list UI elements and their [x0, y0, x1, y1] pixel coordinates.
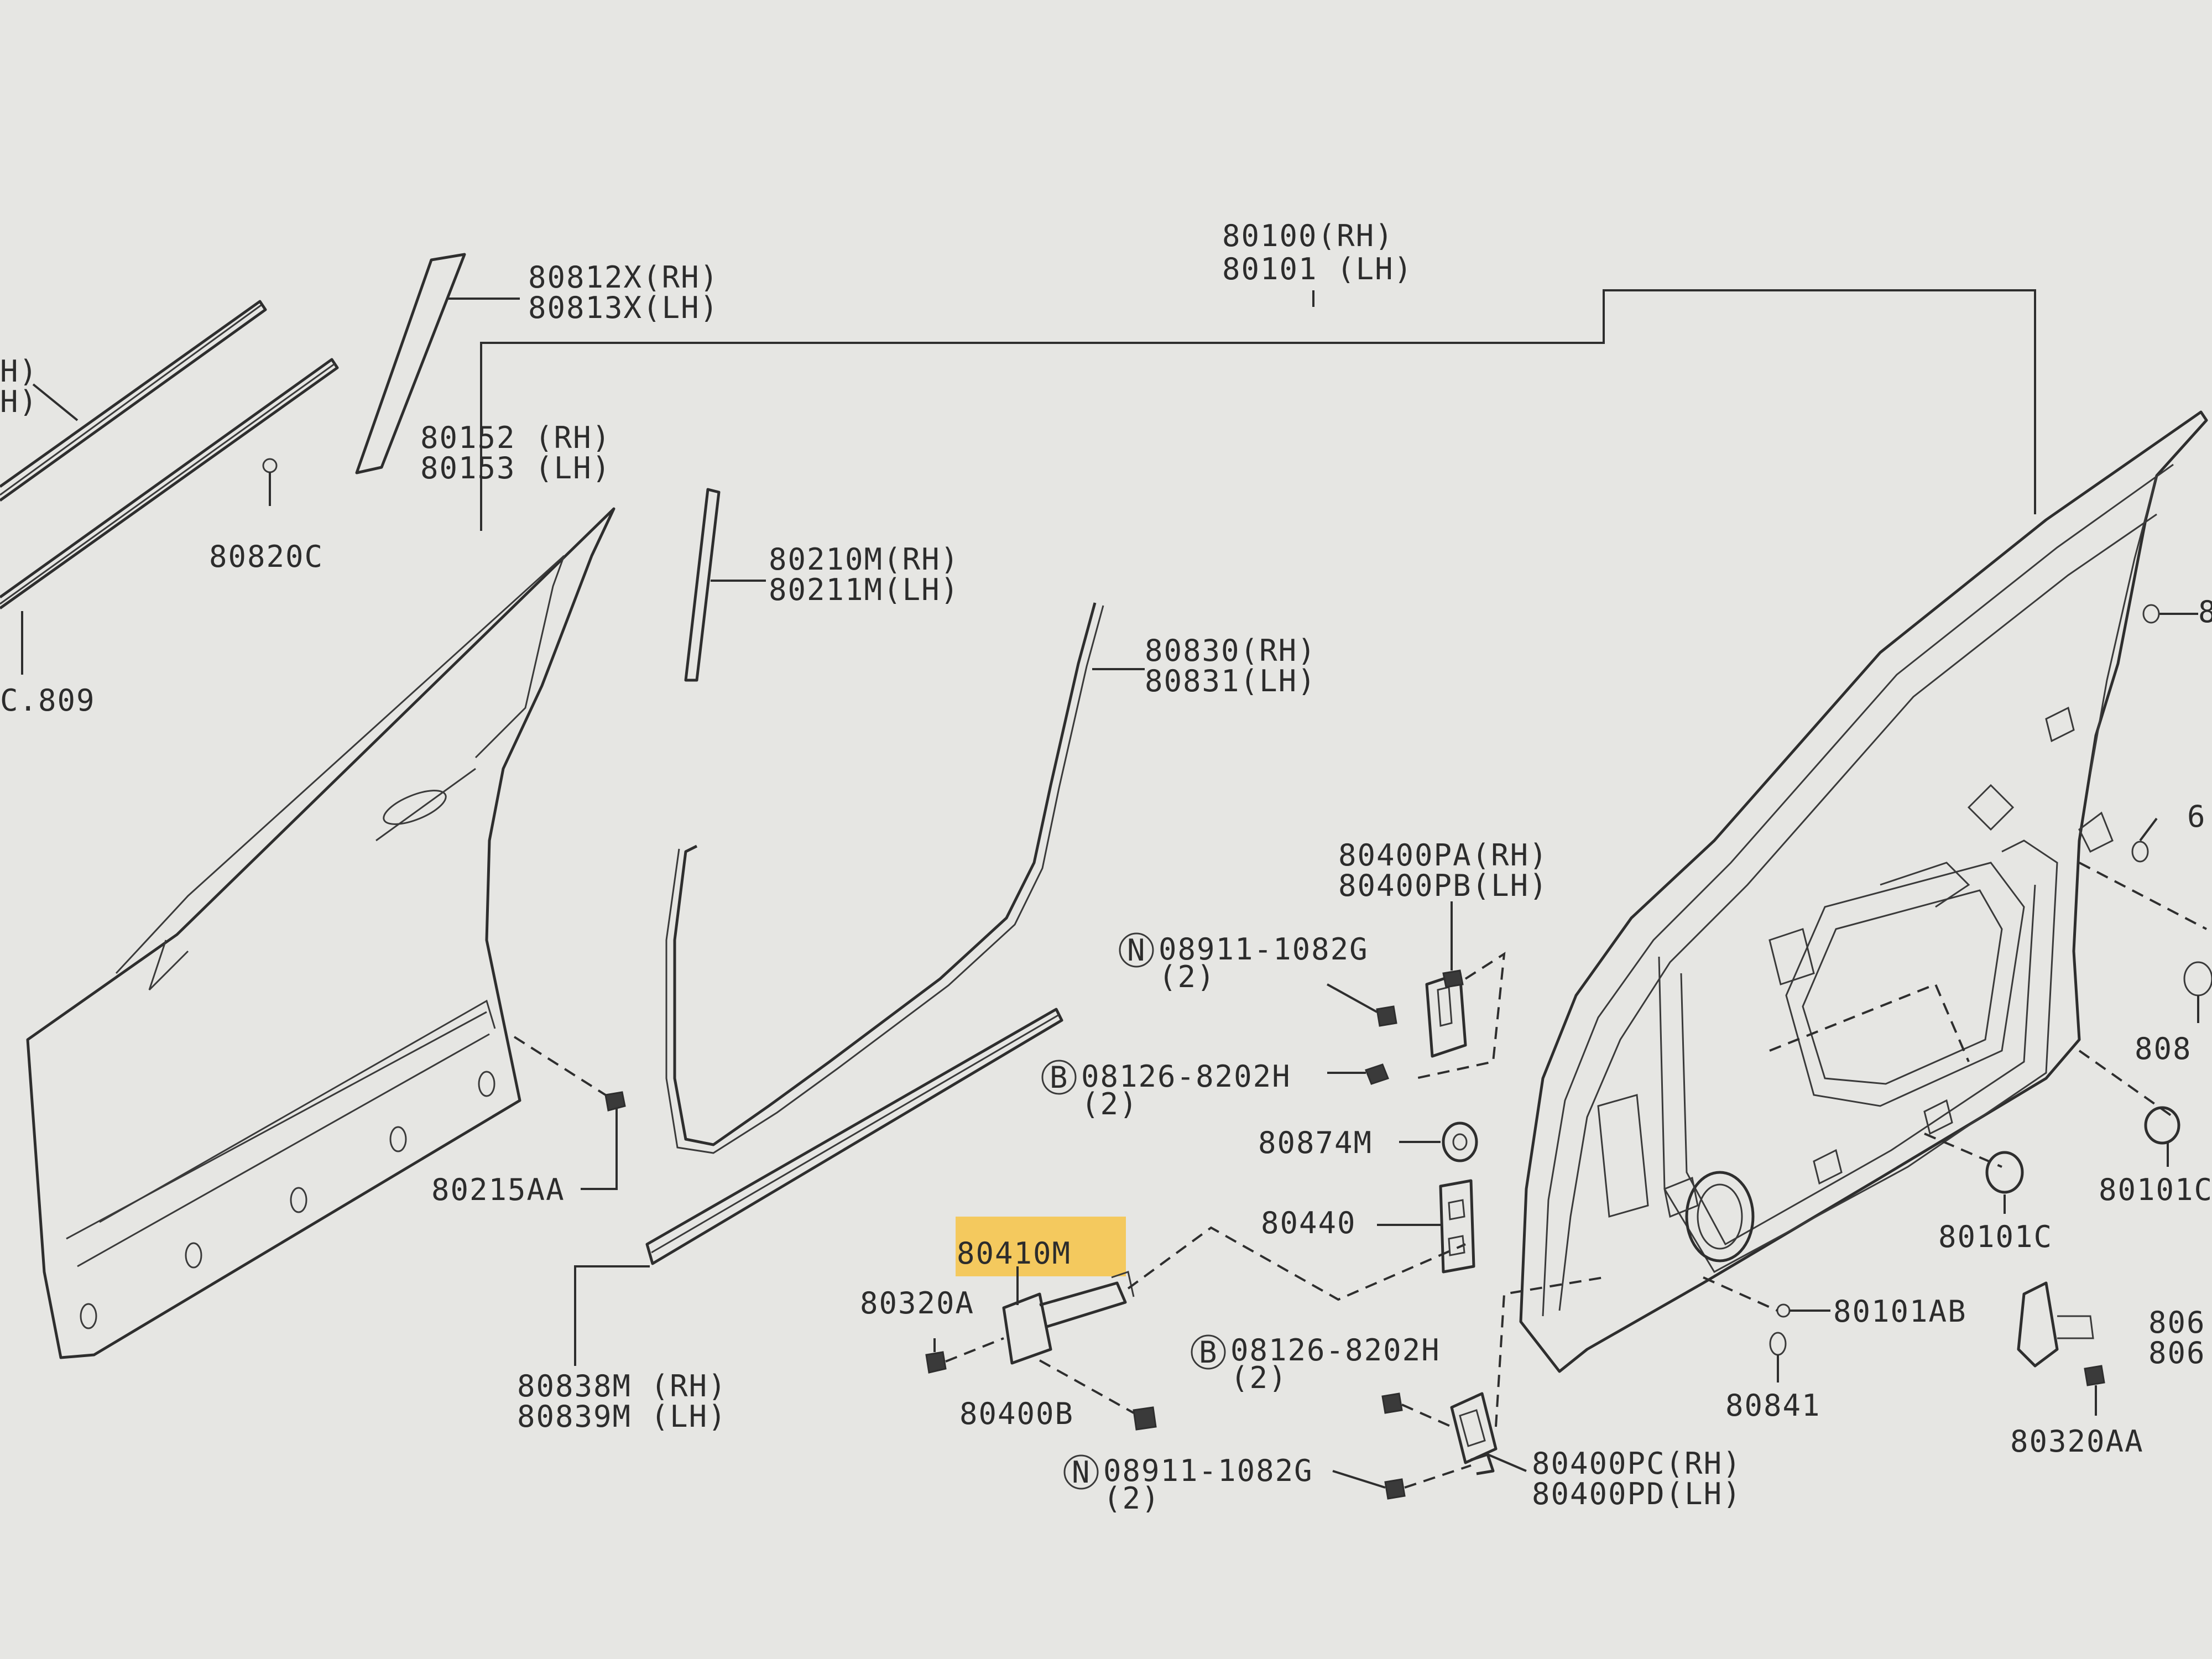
label-80210m-rh: 80210M(RH)	[769, 542, 959, 577]
label-80400pb-lh: 80400PB(LH)	[1338, 868, 1548, 903]
label-80839m-lh: 80839M (LH)	[517, 1399, 727, 1434]
check-link-highlight	[956, 1217, 1126, 1276]
label-bolt-b2-qty: (2)	[1230, 1360, 1288, 1395]
bolt-b1-icon	[1327, 1063, 1389, 1085]
label-8-frag: 8	[2198, 594, 2212, 629]
cap-80101ab-icon	[1703, 1276, 1830, 1318]
circle-b2-icon: B	[1191, 1334, 1226, 1370]
clip-80820c-icon	[262, 458, 278, 506]
label-bolt-b1: 08126-8202H	[1081, 1059, 1291, 1094]
label-80410m: 80410M	[957, 1236, 1071, 1271]
label-806a-frag: 806	[2148, 1305, 2206, 1340]
label-80211m-lh: 80211M(LH)	[769, 572, 959, 607]
label-80320a: 80320A	[860, 1286, 974, 1321]
plug-80101c-icon	[1985, 1151, 2024, 1214]
label-bolt-b2: 08126-8202H	[1230, 1333, 1441, 1368]
label-80440: 80440	[1261, 1206, 1357, 1240]
label-808-frag: 808	[2135, 1031, 2192, 1066]
leader-frag	[32, 383, 79, 421]
door-trim-panel	[355, 253, 466, 474]
leader-moulding	[574, 1265, 650, 1366]
label-6-frag: 6	[2187, 799, 2206, 834]
circle-n1-icon: N	[1119, 932, 1154, 968]
clip-80215aa-icon	[513, 1036, 626, 1190]
outer-door-skin	[26, 507, 615, 1359]
inner-dash-2	[2079, 862, 2207, 930]
label-bolt-n1-qty: (2)	[1159, 959, 1216, 994]
label-80101ab: 80101AB	[1833, 1294, 1967, 1329]
label-80812x-rh: 80812X(RH)	[528, 260, 719, 295]
bolt-80320a-icon	[925, 1337, 1004, 1374]
leader-hinge-lo	[1487, 1453, 1527, 1472]
circle-b1-icon: B	[1041, 1060, 1077, 1095]
label-frag-rh: H)	[0, 354, 38, 389]
label-80153-lh: 80153 (LH)	[420, 451, 611, 486]
label-80831-lh: 80831(LH)	[1145, 664, 1317, 698]
door-inner-assembly	[1519, 410, 2208, 1373]
label-80841: 80841	[1725, 1388, 1821, 1423]
upper-hinge-icon	[1425, 969, 1467, 1058]
sash-weatherstrip	[684, 488, 721, 682]
label-80400pc-rh: 80400PC(RH)	[1532, 1446, 1742, 1481]
label-80400pa-rh: 80400PA(RH)	[1338, 838, 1548, 873]
hinge-up-dash	[1415, 952, 1506, 1079]
label-80320aa: 80320AA	[2010, 1424, 2144, 1459]
bolt-n2-icon	[1332, 1464, 1472, 1500]
label-frag-lh: H)	[0, 384, 38, 419]
label-80830-rh: 80830(RH)	[1145, 633, 1317, 668]
check-to-door-dash	[1127, 1226, 1466, 1301]
door-seal	[665, 602, 1104, 1154]
circle-n2-icon: N	[1063, 1454, 1099, 1490]
label-80101-lh: 80101 (LH)	[1222, 252, 1413, 286]
sill-moulding	[645, 1008, 1063, 1265]
leader-skin	[480, 289, 2036, 531]
label-80101c-frag: 80101C	[2099, 1172, 2212, 1207]
check-link-icon	[1002, 1271, 1135, 1365]
label-bolt-n1: 08911-1082G	[1159, 932, 1369, 967]
svg-text:N: N	[1072, 1455, 1091, 1490]
bolt-b2-icon	[1381, 1392, 1452, 1428]
label-80152-rh: 80152 (RH)	[420, 420, 611, 455]
bolt-n1-icon	[1327, 983, 1397, 1027]
label-80813x-lh: 80813X(LH)	[528, 290, 719, 325]
inner-dash-1	[1769, 983, 1970, 1062]
label-80838m-rh: 80838M (RH)	[517, 1369, 727, 1404]
label-80400b: 80400B	[959, 1396, 1074, 1431]
label-80101c: 80101C	[1938, 1219, 2053, 1254]
label-806b-frag: 806	[2148, 1335, 2206, 1370]
label-80100-rh: 80100(RH)	[1222, 218, 1394, 253]
svg-text:N: N	[1127, 933, 1146, 968]
grommet-icon	[1399, 1121, 1478, 1162]
label-80820c: 80820C	[209, 539, 324, 574]
svg-text:B: B	[1050, 1060, 1069, 1095]
svg-text:B: B	[1199, 1335, 1218, 1370]
label-80874m: 80874M	[1258, 1125, 1373, 1160]
lower-hinge-icon	[1450, 1392, 1498, 1475]
label-bolt-b1-qty: (2)	[1081, 1087, 1139, 1121]
label-80215aa: 80215AA	[431, 1172, 565, 1207]
label-c809: C.809	[0, 683, 96, 718]
label-80400pd-lh: 80400PD(LH)	[1532, 1477, 1742, 1511]
striker-icon	[1377, 1179, 1475, 1274]
hinge-lo-dash	[1495, 1276, 1604, 1427]
bolt-80400b-icon	[1039, 1359, 1157, 1431]
right-edge-parts	[2017, 604, 2212, 1416]
outer-moulding-strip	[0, 300, 339, 610]
label-bolt-n2-qty: (2)	[1103, 1481, 1161, 1516]
plug-80841-icon	[1769, 1332, 1787, 1383]
label-bolt-n2: 08911-1082G	[1103, 1453, 1313, 1488]
